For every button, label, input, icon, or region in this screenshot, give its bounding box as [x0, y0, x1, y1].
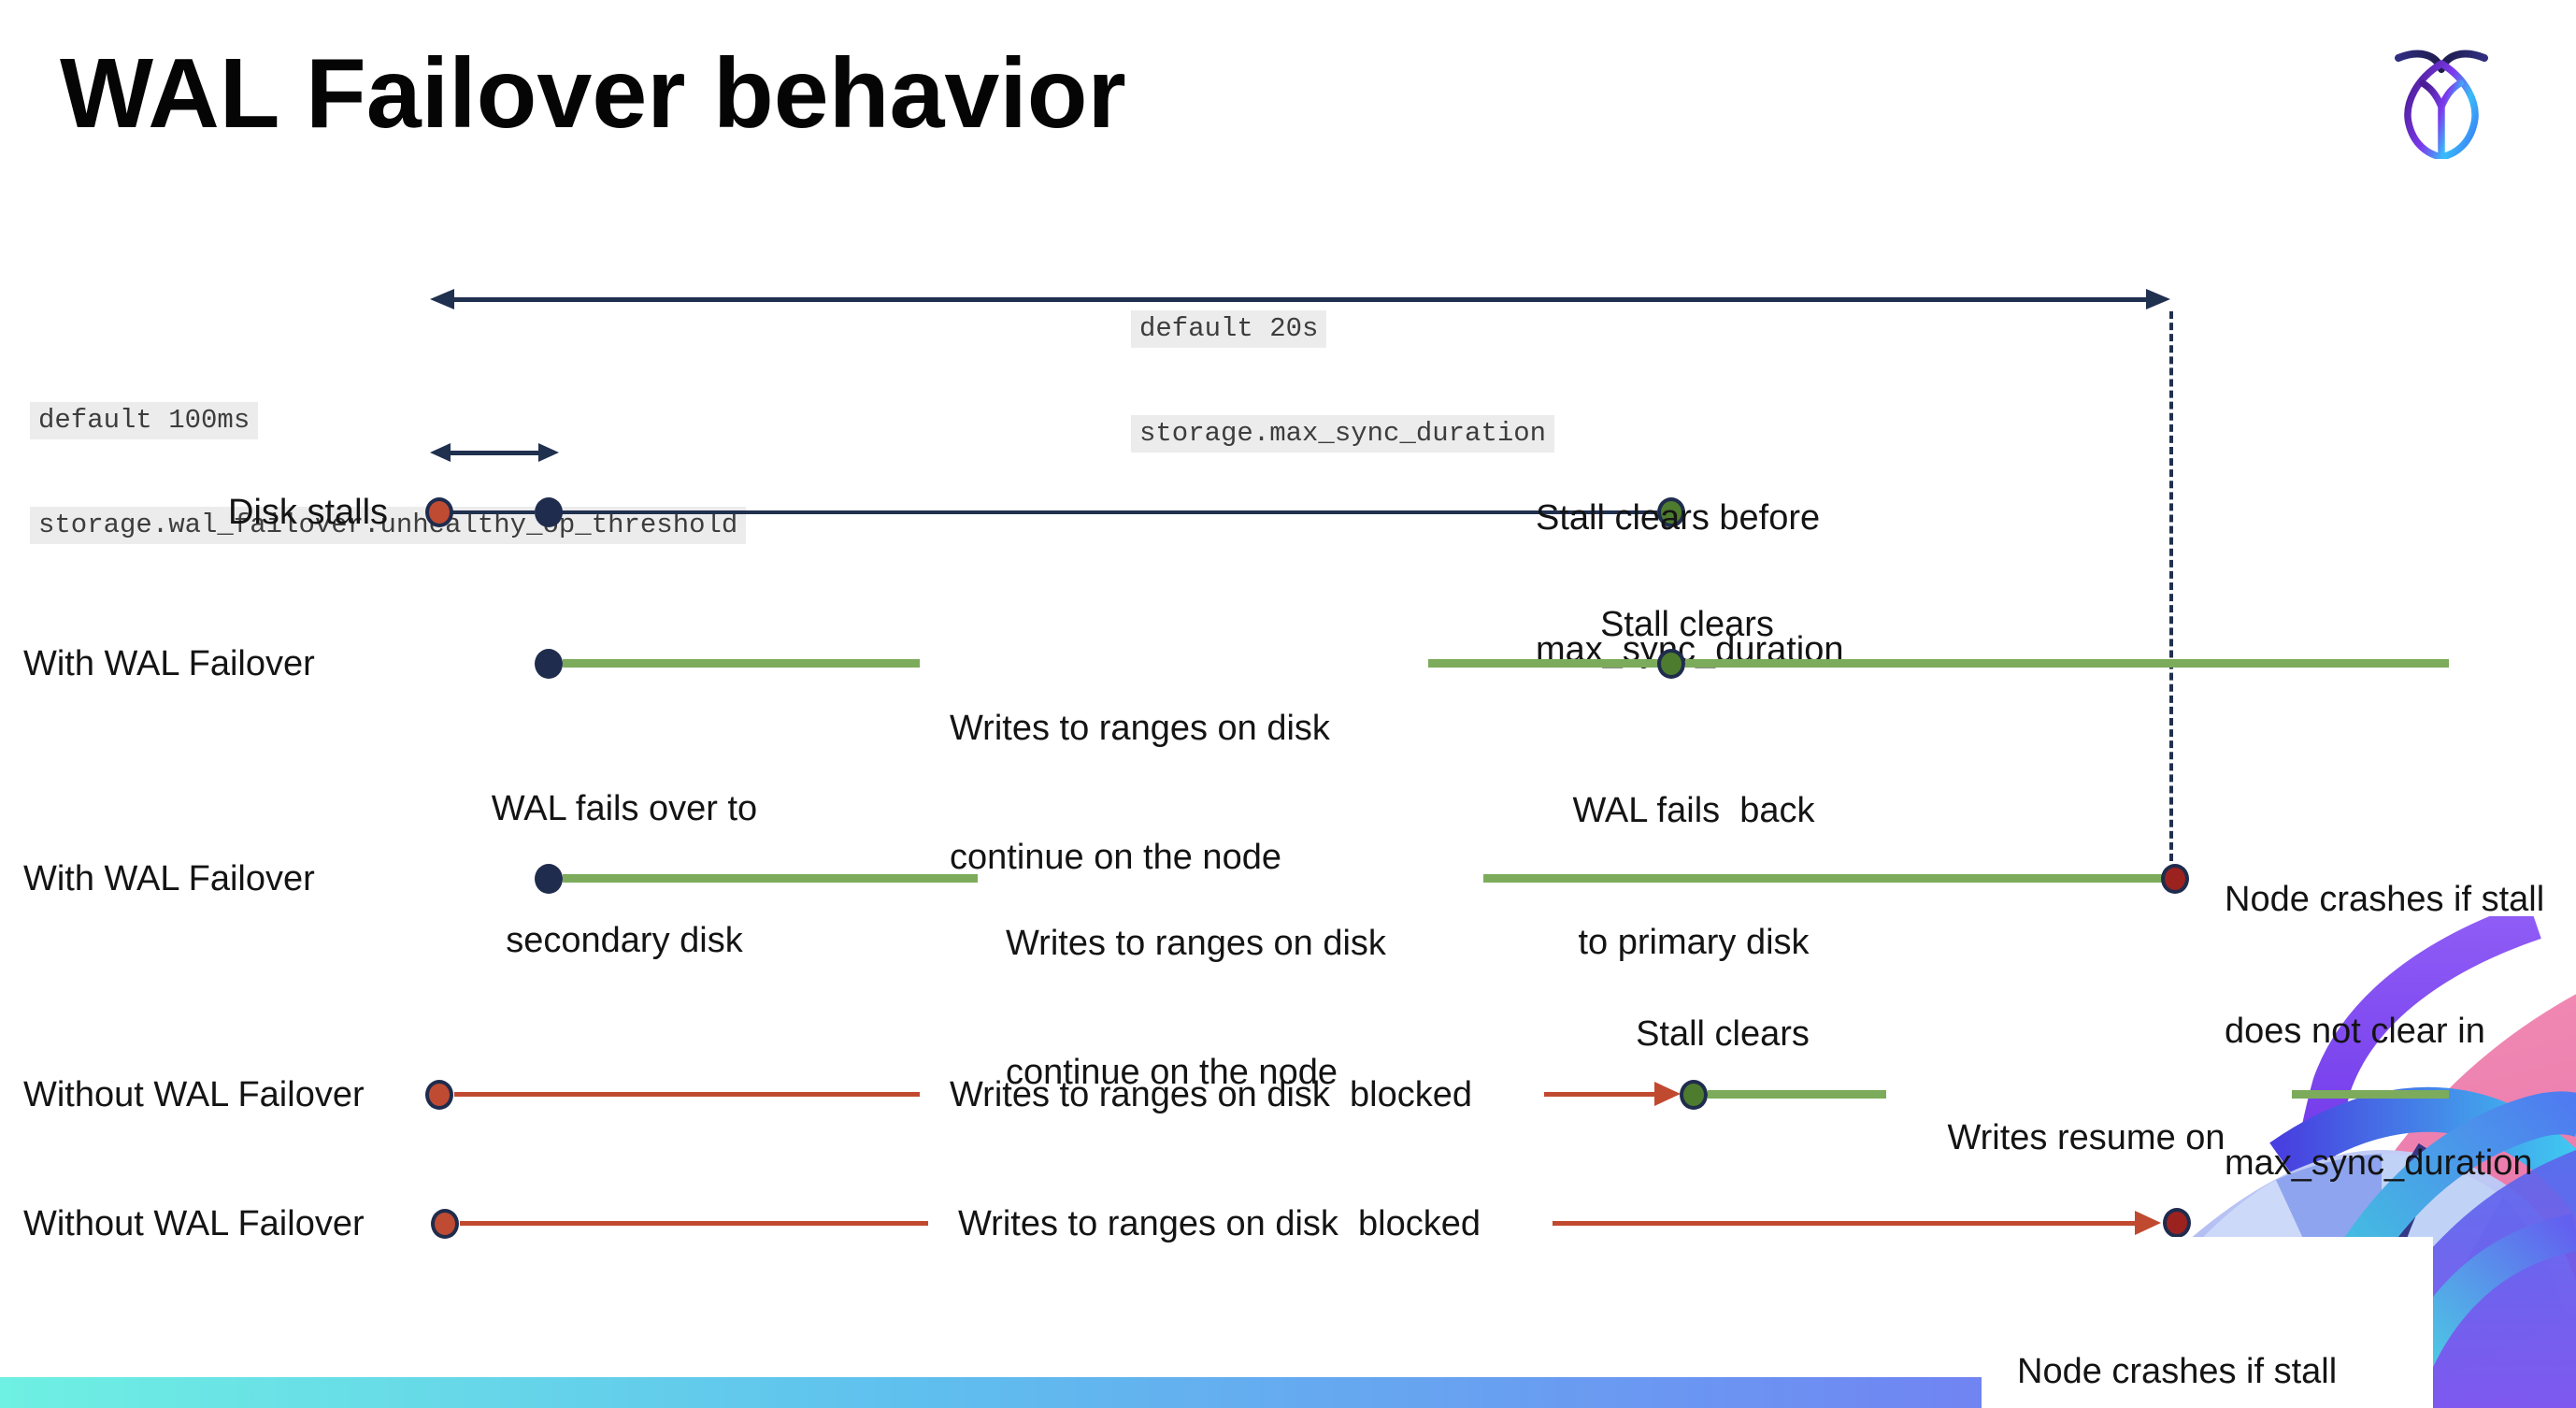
callout-writes-continue: Writes to ranges on disk continue on the…	[1006, 836, 1386, 1180]
threshold-arrow-line	[447, 451, 538, 455]
row-label-without-wal-failover: Without WAL Failover	[23, 1204, 365, 1243]
callout-line: Stall clears before	[1536, 498, 1821, 538]
stall-clears-dot	[1680, 1080, 1708, 1110]
writes-blocked-line	[1544, 1092, 1654, 1097]
callout-wal-fails-over: WAL fails over to secondary disk	[492, 699, 757, 1051]
callout-line: secondary disk	[506, 921, 743, 960]
writes-continue-line	[1685, 659, 2449, 668]
callout-line: Node crashes if stall	[2017, 1352, 2338, 1391]
callout-line: Writes resume on	[1947, 1118, 2225, 1157]
node-crash-dot	[2161, 864, 2189, 894]
callout-stall-clears: Stall clears	[1600, 605, 1774, 644]
callout-line: max_sync_duration	[2225, 1143, 2533, 1183]
row-label-with-wal-failover: With WAL Failover	[23, 859, 315, 898]
callout-line: Node crashes if stall	[2225, 880, 2545, 919]
callout-line: Writes to ranges on disk	[950, 709, 1330, 748]
writes-blocked-line	[1553, 1221, 2135, 1226]
setting-name: storage.max_sync_duration	[1131, 415, 1555, 453]
row-label-disk-stalls: Disk stalls	[228, 493, 389, 532]
writes-resume-line	[2292, 1090, 2449, 1099]
callout-stall-clears: Stall clears	[1636, 1014, 1810, 1054]
callout-line: WAL fails over to	[491, 789, 758, 828]
red-arrowhead-icon	[2135, 1211, 2161, 1235]
disk-stall-start-dot	[425, 497, 453, 527]
writes-continue-line	[1428, 659, 1658, 668]
stall-clears-dot	[1657, 497, 1685, 527]
timeline-segment	[562, 510, 1657, 514]
setting-max-sync-duration: default 20s storage.max_sync_duration	[1131, 247, 1555, 520]
cockroachdb-logo-icon	[2395, 50, 2488, 159]
callout-line: WAL fails back	[1572, 791, 1815, 830]
writes-continue-line	[563, 874, 978, 883]
failover-dot	[535, 864, 563, 894]
row-label-without-wal-failover: Without WAL Failover	[23, 1075, 365, 1114]
arrowhead-right-icon	[2146, 289, 2170, 309]
callout-line: continue on the node	[950, 838, 1281, 877]
node-crashes-note-box	[1982, 1237, 2433, 1408]
threshold-reached-dot	[535, 497, 563, 527]
row-label-with-wal-failover: With WAL Failover	[23, 644, 315, 683]
timeline-segment	[452, 510, 535, 514]
callout-wal-fails-back: WAL fails back to primary disk	[1572, 701, 1814, 1053]
max-sync-deadline-dashed-line	[2169, 311, 2173, 861]
callout-line: continue on the node	[1006, 1053, 1338, 1092]
writes-continue-line	[563, 659, 920, 668]
disk-stall-start-dot	[431, 1209, 459, 1239]
stall-clears-dot	[1657, 649, 1685, 679]
callout-line: Writes to ranges on disk	[1006, 924, 1386, 963]
setting-default-value: default 100ms	[30, 402, 259, 439]
failover-dot	[535, 649, 563, 679]
node-crash-dot	[2163, 1208, 2191, 1238]
max-sync-duration-arrow-line	[441, 297, 2148, 302]
arrowhead-left-icon	[430, 443, 451, 462]
setting-unhealthy-op-threshold: default 100ms storage.wal_failover.unhea…	[30, 338, 747, 611]
page-title: WAL Failover behavior	[60, 38, 1126, 149]
callout-line: to primary disk	[1578, 923, 1810, 962]
callout-writes-blocked: Writes to ranges on disk blocked	[958, 1204, 1481, 1243]
writes-blocked-line	[460, 1221, 928, 1226]
disk-stall-start-dot	[425, 1080, 453, 1110]
writes-blocked-line	[454, 1092, 920, 1097]
setting-default-value: default 20s	[1131, 310, 1327, 348]
callout-node-crashes-box: Node crashes if stall does not clear in …	[2017, 1264, 2337, 1408]
red-arrowhead-icon	[1654, 1082, 1681, 1106]
callout-writes-blocked: Writes to ranges on disk blocked	[950, 1075, 1473, 1114]
writes-resume-line	[1708, 1090, 1886, 1099]
callout-node-crashes: Node crashes if stall does not clear in …	[2225, 790, 2544, 1273]
arrowhead-left-icon	[430, 289, 454, 309]
callout-line: does not clear in	[2225, 1012, 2485, 1051]
callout-writes-continue: Writes to ranges on disk continue on the…	[950, 621, 1330, 965]
arrowhead-right-icon	[538, 443, 559, 462]
writes-continue-line	[1483, 874, 2162, 883]
